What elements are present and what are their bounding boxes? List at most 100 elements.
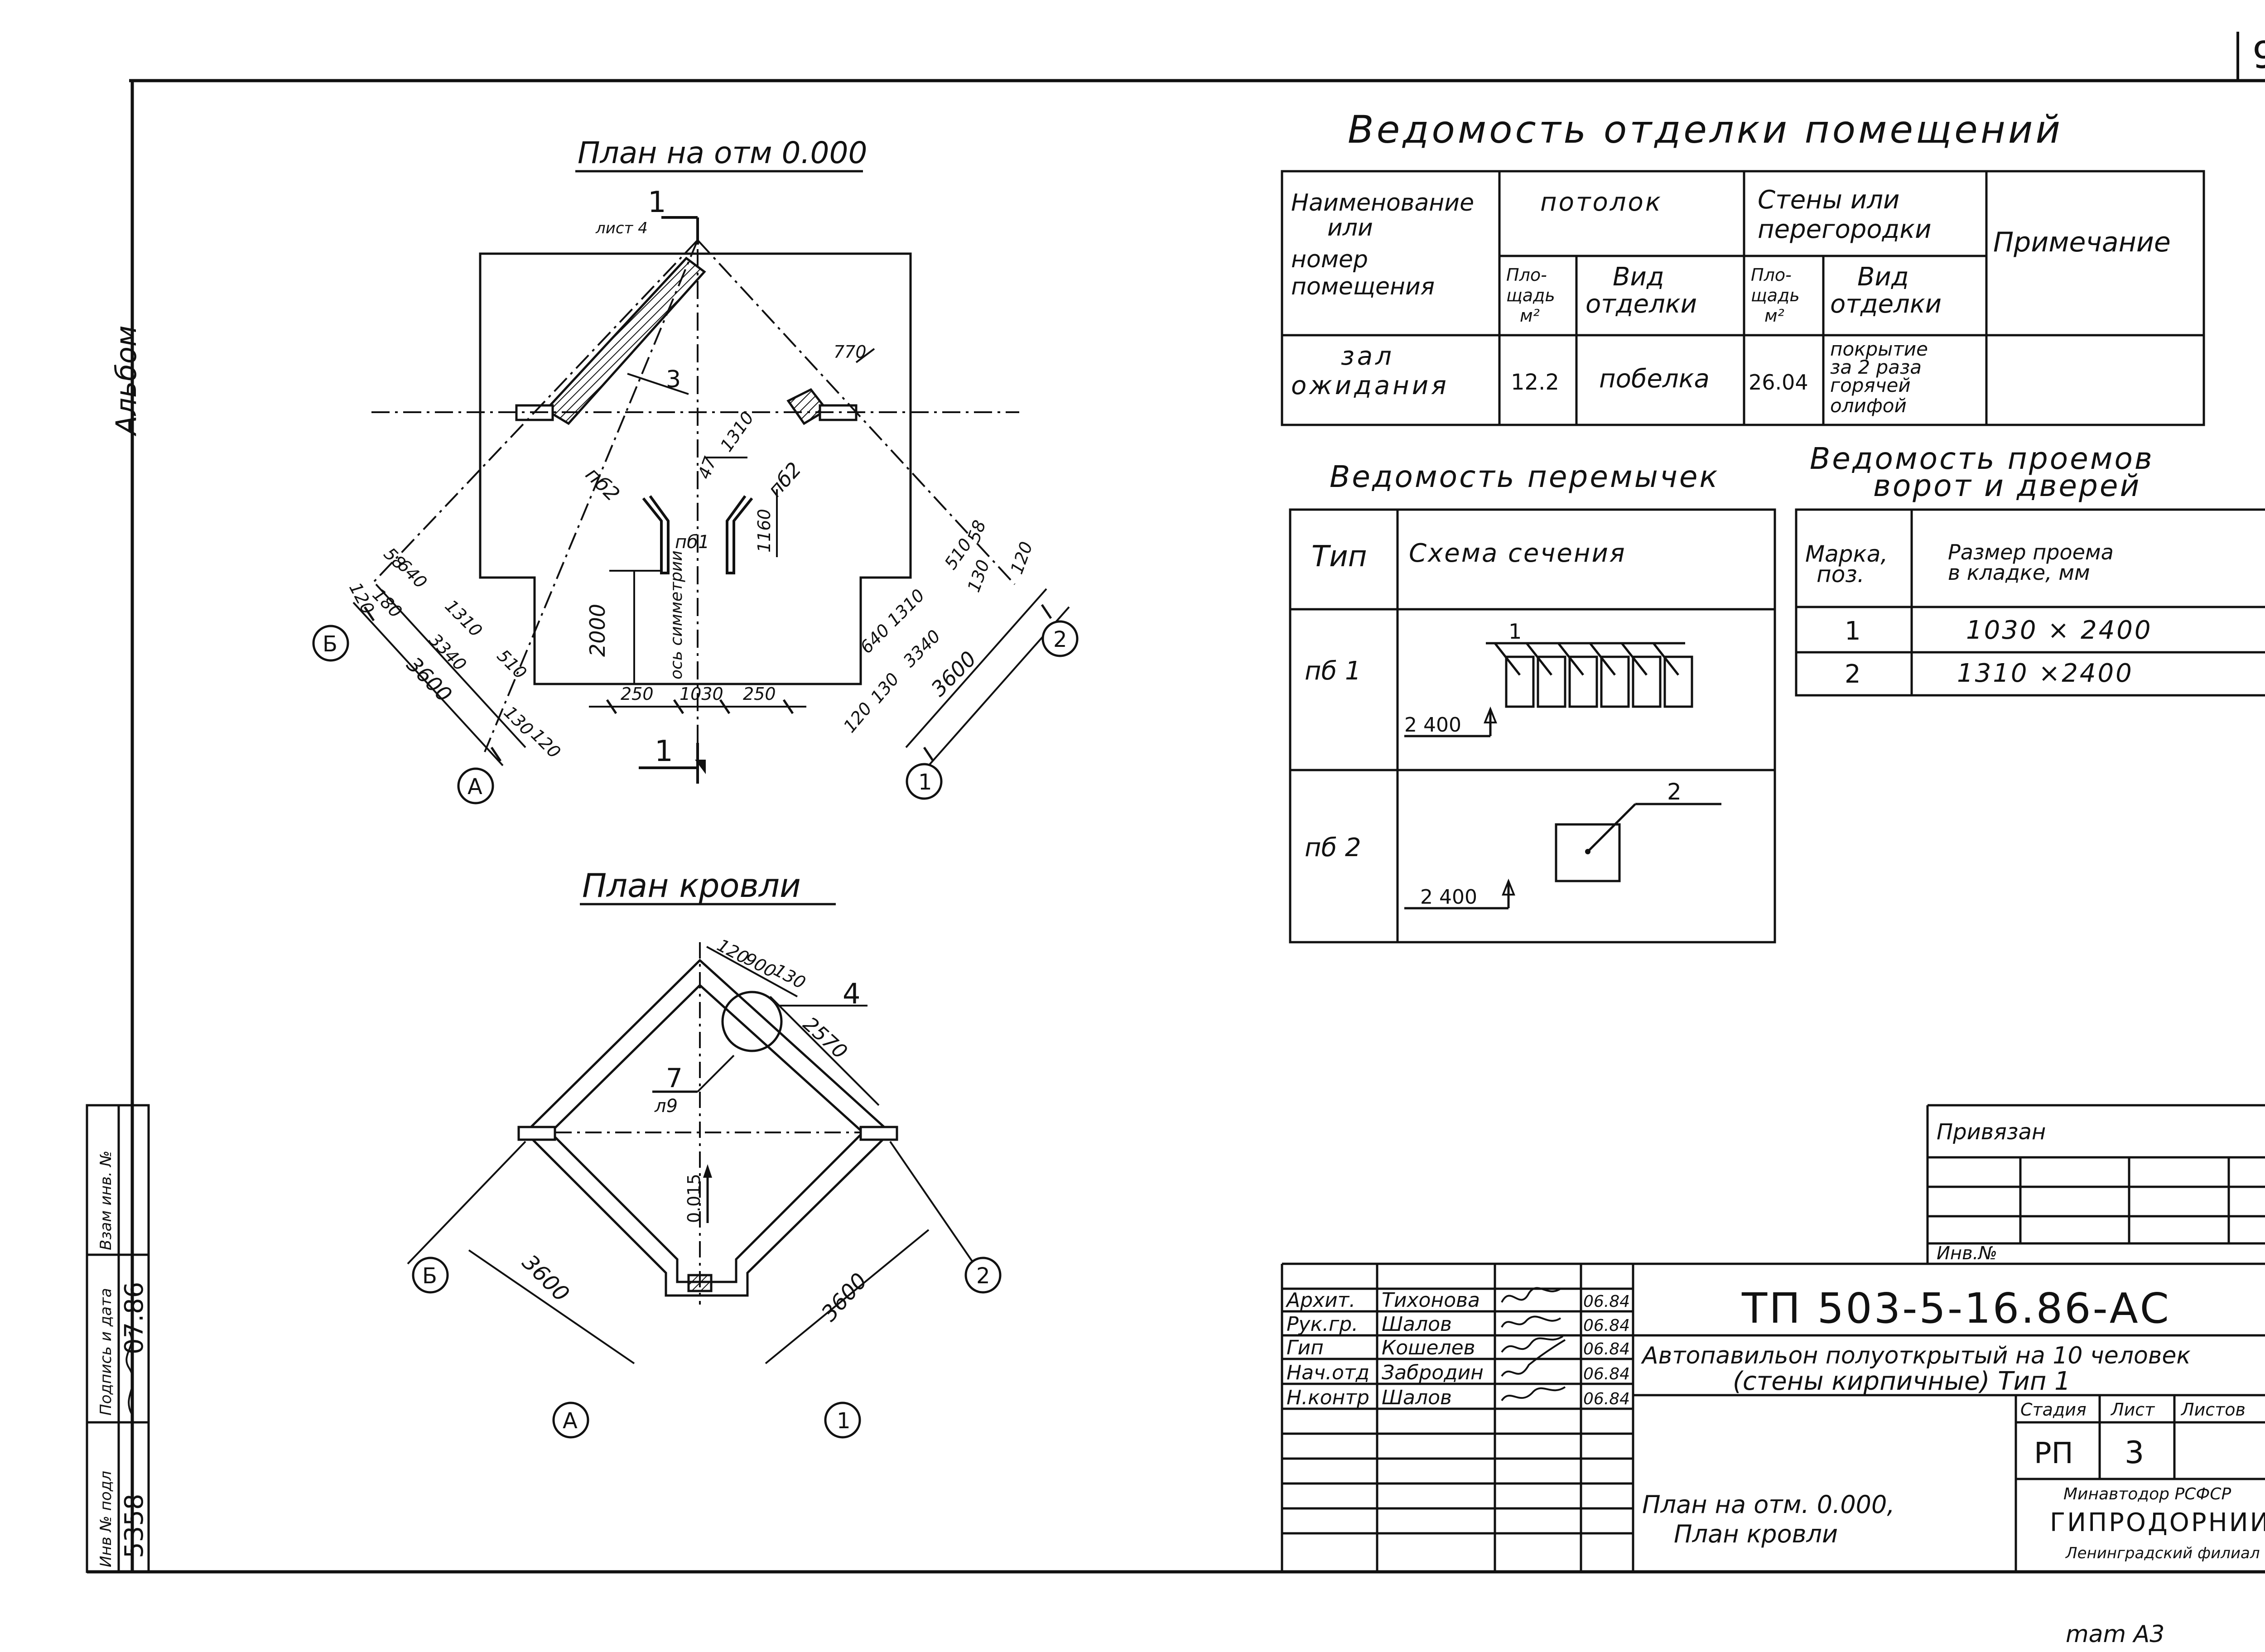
plan1-axis-symmetry: ось симметрии [667,550,686,679]
svg-text:2000: 2000 [585,604,610,657]
svg-text:1030: 1030 [680,684,723,704]
svg-text:250: 250 [743,684,776,704]
svg-text:олифой: олифой [1830,395,1907,417]
plan2-title: План кровли [582,867,801,905]
tb-signatures [1501,1287,1574,1402]
tb-drawing-2: План кровли [1674,1520,1838,1548]
finish-row-walls-area: 26.04 [1749,370,1808,395]
plan1-leader-3-line [627,373,689,395]
svg-text:Пло-: Пло- [1751,265,1792,285]
tb-role-4: Нач.отд [1287,1361,1369,1384]
tb-code: ТП 503-5-16.86-АС [1741,1284,2171,1333]
finish-header-walls-type-1: Вид [1857,262,1909,292]
plan2-wall-ends [517,1126,898,1292]
tb-person-2: Шалов [1382,1313,1452,1336]
lintels-row2-type: пб 2 [1305,833,1361,862]
svg-text:250: 250 [621,684,654,704]
finish-header-walls-type-2: отделки [1830,289,1942,319]
tb-name-2: (стены кирпичные) Тип 1 [1733,1367,2071,1396]
lintels-table-grid [1289,508,1776,944]
plan1-wall-left [544,256,706,425]
plan2-slope: 0.015 [684,1174,704,1223]
svg-text:120: 120 [1007,539,1036,577]
tb-header-sheet: Лист [2110,1400,2155,1420]
plan1-axis-b: Б [323,631,337,657]
plan2-roof [524,942,892,1305]
lintels-pb2-callout: 2 [1667,779,1682,805]
plan2-axis-2: 2 [976,1263,990,1289]
tb-header-stage: Стадия [2020,1400,2087,1420]
lintels-pb1-level: 2 400 [1404,713,1461,737]
tb-date-2: 06.84 [1583,1316,1630,1335]
plan2-axis-bubbles [412,1257,1002,1439]
tb-date-5: 06.84 [1583,1390,1630,1408]
finish-header-ceiling-type-1: Вид [1613,262,1664,292]
plan1-section-top: 1 [648,186,666,219]
tb-role-3: Гип [1287,1336,1324,1359]
album-label: Альбом [110,325,143,437]
sheet-frame [87,32,2265,1574]
plan2-ref-sheet: л9 [654,1096,678,1117]
openings-row2-mark: 2 [1845,660,1861,689]
plan2-axis-b: Б [422,1263,437,1289]
side-sign-header: Подпись и дата [97,1288,115,1416]
openings-title-2: ворот и дверей [1873,468,2141,503]
finish-row-ceiling-area: 12.2 [1511,370,1559,395]
tb-org-3: Ленинградский филиал [2065,1544,2260,1562]
lintels-row1-type: пб 1 [1305,656,1361,686]
plan1-title: План на отм 0.000 [578,135,867,170]
plan2-dim-lines [407,946,975,1364]
tb-role-2: Рук.гр. [1287,1313,1358,1336]
tb-sheet: 3 [2125,1435,2144,1471]
finish-row-ceiling-type: побелка [1599,364,1710,394]
tb-drawing-1: План на отм. 0.000, [1642,1490,1895,1519]
plan2-ref-leader [697,1055,735,1093]
finish-row-walls-type: покрытие за 2 раза горячей олифой [1830,338,1928,417]
svg-text:640: 640 [856,620,893,657]
format-label: mam A3 [2066,1621,2164,1648]
tb-name-1: Автопавильон полуоткрытый на 10 человек [1641,1342,2191,1369]
finish-header-ceiling-type-2: отделки [1586,289,1697,319]
side-inv-value: 5358 [120,1493,149,1558]
tb-org-2: ГИПРОДОРНИИ [2050,1508,2265,1537]
svg-text:3600: 3600 [517,1250,574,1307]
plan1-axis-bubbles [312,620,1079,804]
openings-header-mark-2: поз. [1817,561,1865,588]
svg-text:м²: м² [1520,306,1540,326]
svg-text:120: 120 [527,725,564,762]
lintels-pb1-level-arrow [1484,706,1497,723]
lintels-title: Ведомость перемычек [1330,459,1719,494]
svg-text:1160: 1160 [754,509,774,553]
svg-text:770: 770 [834,342,867,362]
plan2-dim-texts: 120 900 130 2570 3600 3600 [517,935,872,1326]
svg-text:или: или [1327,214,1373,241]
side-vzam-header: Взам инв. № [97,1151,115,1250]
plan1-dim-ticks [363,604,1052,762]
svg-text:1310: 1310 [883,585,929,631]
binding-inv: Инв.№ [1937,1243,1997,1264]
plan1-section-bottom: 1 [655,735,673,768]
side-signature [125,1331,134,1414]
plan2-node: 4 [843,977,860,1010]
lintels-pb2-level-arrow [1502,878,1515,896]
finish-title: Ведомость отделки помещений [1348,107,2063,152]
lintels-pb1-scheme [1404,642,1693,737]
lintels-pb1-callout: 1 [1508,619,1522,644]
svg-text:3600: 3600 [816,1268,872,1326]
openings-table-grid [1795,508,2265,697]
plan1-pb1: пб1 [675,532,709,553]
tb-date-3: 06.84 [1583,1340,1630,1358]
tb-person-4: Забродин [1382,1361,1484,1384]
tb-person-3: Кошелев [1382,1336,1475,1359]
svg-text:Наименование: Наименование [1291,189,1474,217]
tb-role-1: Архит. [1285,1289,1355,1312]
plan2-slope-arrowhead [703,1164,712,1178]
finish-header-ceiling: потолок [1540,188,1663,217]
tb-person-5: Шалов [1382,1386,1452,1409]
plan2-axis-1: 1 [837,1408,851,1434]
openings-header-size-1: Размер проема [1948,540,2114,564]
openings-header-mark-1: Марка, [1805,541,1888,567]
finish-header-ceiling-area: Пло- щадь м² [1506,265,1555,326]
plan2-axis-a: А [563,1408,578,1434]
